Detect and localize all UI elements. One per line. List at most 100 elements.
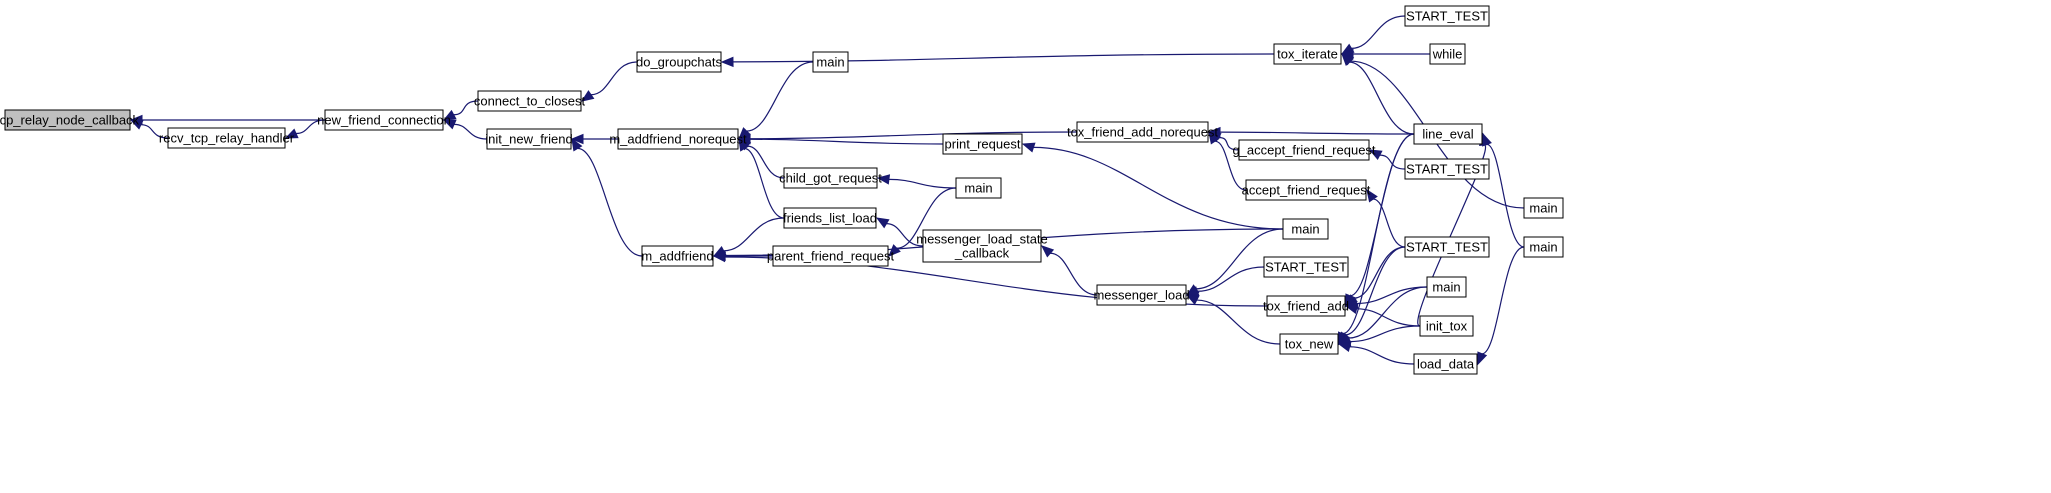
edge-arrowhead xyxy=(1021,142,1036,153)
graph-node-tfan[interactable]: tox_friend_add_norequest xyxy=(1067,121,1218,143)
edge-ld-to-tn xyxy=(1337,341,1415,365)
graph-node-nfc[interactable]: new_friend_connection xyxy=(317,109,451,131)
node-label: main xyxy=(1291,222,1319,237)
edge-inf-to-nfc xyxy=(442,119,488,140)
edge-line xyxy=(1356,308,1421,327)
edge-line xyxy=(1481,246,1525,355)
node-label: g_accept_friend_request xyxy=(1232,143,1375,158)
node-box xyxy=(1076,121,1209,143)
graph-node-main6[interactable]: main xyxy=(1523,236,1564,258)
edge-line xyxy=(896,187,957,249)
graph-node-st3[interactable]: START_TEST xyxy=(1404,158,1490,180)
node-label: _callback xyxy=(954,246,1010,261)
edge-st4-to-tfa xyxy=(1345,246,1406,307)
edge-pr-to-man xyxy=(737,134,944,145)
graph-node-fll[interactable]: friends_list_load xyxy=(783,207,877,229)
graph-node-tit[interactable]: tox_iterate xyxy=(1273,43,1342,65)
edge-line xyxy=(453,100,479,116)
graph-node-pr[interactable]: print_request xyxy=(942,133,1023,155)
graph-node-ctc[interactable]: connect_to_closest xyxy=(474,90,586,112)
edge-ml-to-mlsc xyxy=(1041,245,1098,296)
edge-arrowhead xyxy=(1477,351,1488,366)
edge-arrowhead xyxy=(570,133,584,145)
edge-line xyxy=(744,147,785,219)
node-box xyxy=(922,229,1042,263)
graph-node-cgr[interactable]: child_got_request xyxy=(779,167,882,189)
graph-node-le[interactable]: line_eval xyxy=(1413,123,1483,145)
graph-node-main2[interactable]: main xyxy=(955,177,1002,199)
node-label: load_data xyxy=(1417,357,1475,372)
node-box xyxy=(324,109,444,131)
edge-line xyxy=(1349,346,1415,365)
node-box xyxy=(1282,218,1329,240)
graph-node-main4[interactable]: main xyxy=(1426,276,1467,298)
node-label: messenger_load xyxy=(1093,288,1189,303)
node-box xyxy=(486,128,572,150)
node-label: m_addfriend_norequest xyxy=(609,132,747,147)
edge-arrowhead xyxy=(580,90,595,102)
graph-node-maf[interactable]: m_addfriend xyxy=(641,245,714,267)
edge-line xyxy=(1342,133,1415,335)
graph-node-main5[interactable]: main xyxy=(1523,197,1564,219)
node-label: line_eval xyxy=(1422,127,1473,142)
edge-line xyxy=(1218,136,1240,151)
edge-arrowhead xyxy=(1337,341,1352,352)
node-box xyxy=(1279,333,1339,355)
node-box xyxy=(1096,284,1187,306)
node-box xyxy=(1426,276,1467,298)
edge-line xyxy=(1196,299,1281,345)
edge-arrowhead xyxy=(875,217,890,229)
edge-arrowhead xyxy=(888,244,901,257)
graph-node-main3[interactable]: main xyxy=(1282,218,1329,240)
node-box xyxy=(772,245,889,267)
edge-main6-to-le xyxy=(1482,132,1525,248)
graph-node-it[interactable]: init_tox xyxy=(1419,315,1474,337)
graph-node-pfr[interactable]: parent_friend_request xyxy=(767,245,895,267)
graph-node-root[interactable]: tcp_relay_node_callback xyxy=(0,109,140,131)
node-box xyxy=(1273,43,1342,65)
edge-dgc-to-ctc xyxy=(580,61,638,102)
edge-line xyxy=(1196,228,1284,290)
graph-node-while[interactable]: while xyxy=(1429,43,1466,65)
graph-node-main1[interactable]: main xyxy=(812,51,849,73)
graph-node-mlsc[interactable]: messenger_load_state_callback xyxy=(916,229,1048,263)
node-box xyxy=(783,167,878,189)
edge-line xyxy=(732,53,1275,63)
node-box xyxy=(1419,315,1474,337)
node-label: parent_friend_request xyxy=(767,249,895,264)
edge-main2-to-cgr xyxy=(876,174,957,189)
graph-node-man[interactable]: m_addfriend_norequest xyxy=(609,128,747,150)
graph-node-st4[interactable]: START_TEST xyxy=(1404,236,1490,258)
graph-node-inf[interactable]: init_new_friend xyxy=(485,128,573,150)
node-label: while xyxy=(1432,47,1463,62)
edge-line xyxy=(1050,252,1098,296)
edge-line xyxy=(749,131,1078,140)
graph-node-ld[interactable]: load_data xyxy=(1413,353,1478,375)
edge-line xyxy=(888,178,957,189)
edge-main2-to-pfr xyxy=(888,187,957,257)
edge-line xyxy=(1214,140,1247,191)
node-box xyxy=(1404,158,1490,180)
graph-node-tfa[interactable]: tox_friend_add xyxy=(1263,295,1349,317)
edge-main1-to-man xyxy=(738,61,814,140)
edge-tfan-to-man xyxy=(737,131,1078,145)
edge-arrowhead xyxy=(284,128,299,139)
node-label: recv_tcp_relay_handler xyxy=(159,131,295,146)
graph-node-tn[interactable]: tox_new xyxy=(1279,333,1339,355)
edge-arrowhead xyxy=(1340,53,1355,66)
graph-node-st2[interactable]: START_TEST xyxy=(1404,5,1490,27)
edge-arrowhead xyxy=(1368,149,1383,161)
node-label: tox_iterate xyxy=(1277,47,1338,62)
edge-line xyxy=(590,61,638,96)
edge-line xyxy=(1351,15,1406,49)
graph-node-afr[interactable]: accept_friend_request xyxy=(1242,179,1371,201)
graph-node-st1[interactable]: START_TEST xyxy=(1263,256,1349,278)
graph-node-recv[interactable]: recv_tcp_relay_handler xyxy=(159,127,295,149)
node-label: tcp_relay_node_callback xyxy=(0,113,140,128)
edge-arrowhead xyxy=(1208,130,1220,145)
edge-arrowhead xyxy=(571,137,583,152)
edge-line xyxy=(723,217,785,252)
graph-node-dgc[interactable]: do_groupchats xyxy=(636,51,723,73)
graph-node-gafr[interactable]: g_accept_friend_request xyxy=(1232,139,1376,161)
graph-node-ml[interactable]: messenger_load xyxy=(1093,284,1190,306)
